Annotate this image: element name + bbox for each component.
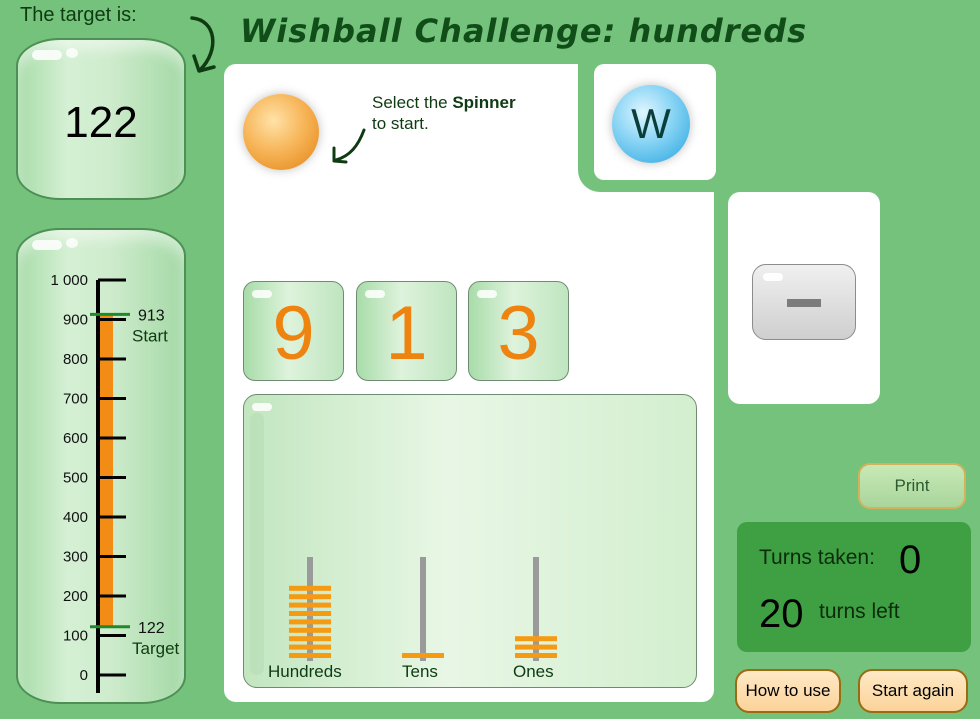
tick-label: 300 bbox=[63, 549, 88, 566]
digit-tile-tens: 1 bbox=[356, 281, 457, 381]
abacus-label-tens: Tens bbox=[402, 662, 438, 681]
digit-tile-ones: 3 bbox=[468, 281, 569, 381]
wishball-button[interactable]: W bbox=[612, 85, 690, 163]
abacus-bead-hundreds bbox=[289, 619, 331, 625]
abacus-bead-hundreds bbox=[289, 585, 331, 591]
abacus-label-hundreds: Hundreds bbox=[268, 662, 342, 681]
tick-label: 600 bbox=[63, 430, 88, 447]
tick-label: 900 bbox=[63, 312, 88, 329]
abacus-rod-ones bbox=[533, 557, 539, 661]
instruction-text: Select the Spinner to start. bbox=[372, 92, 516, 134]
turns-panel: Turns taken: 0 20 turns left bbox=[737, 522, 971, 652]
target-value-label: 122 bbox=[138, 620, 165, 637]
print-button[interactable]: Print bbox=[858, 463, 966, 509]
turns-left-label: turns left bbox=[819, 600, 900, 623]
spinner-button[interactable] bbox=[243, 94, 319, 170]
tick-label: 0 bbox=[80, 667, 88, 684]
digit-ones: 3 bbox=[497, 291, 540, 376]
turns-left-value: 20 bbox=[759, 592, 804, 636]
target-label: The target is: bbox=[20, 4, 137, 26]
abacus-bead-hundreds bbox=[289, 653, 331, 658]
start-value-label: 913 bbox=[138, 307, 165, 324]
tick-label: 400 bbox=[63, 509, 88, 526]
curved-arrow-icon bbox=[190, 16, 216, 73]
target-label: Target bbox=[132, 639, 180, 658]
instruction-line2: to start. bbox=[372, 114, 429, 133]
turns-taken-value: 0 bbox=[899, 538, 922, 582]
abacus-bead-ones bbox=[515, 644, 557, 650]
digit-tile-hundreds: 9 bbox=[243, 281, 344, 381]
digit-tens: 1 bbox=[385, 291, 428, 376]
instruction-prefix: Select the bbox=[372, 93, 453, 112]
start-again-button[interactable]: Start again bbox=[858, 669, 968, 713]
abacus-bead-hundreds bbox=[289, 602, 331, 608]
abacus-label-ones: Ones bbox=[513, 662, 554, 681]
target-value: 122 bbox=[64, 98, 138, 147]
range-fill bbox=[100, 314, 113, 627]
abacus-bead-ones bbox=[515, 653, 557, 658]
page-title: Wishball Challenge: hundreds bbox=[240, 12, 808, 50]
tick-label: 500 bbox=[63, 470, 88, 487]
number-line: 0 100 200 300 400 500 600 700 800 900 1 000 913Star… bbox=[50, 272, 180, 693]
abacus-rod-hundreds bbox=[307, 557, 313, 661]
how-to-use-button[interactable]: How to use bbox=[735, 669, 841, 713]
abacus-rod-tens bbox=[420, 557, 426, 661]
abacus-bead-hundreds bbox=[289, 636, 331, 642]
tick-label: 1 000 bbox=[50, 272, 88, 289]
instruction-spinner-word: Spinner bbox=[452, 93, 516, 112]
abacus-bead-hundreds bbox=[289, 611, 331, 616]
abacus-panel: Hundreds Tens Ones bbox=[243, 394, 697, 688]
abacus-bead-ones bbox=[515, 636, 557, 642]
abacus-bead-hundreds bbox=[289, 627, 331, 633]
abacus bbox=[289, 557, 557, 661]
tick-label: 800 bbox=[63, 351, 88, 368]
digit-hundreds: 9 bbox=[272, 291, 315, 376]
start-label: Start bbox=[132, 326, 168, 345]
abacus-bead-hundreds bbox=[289, 594, 331, 600]
minus-icon bbox=[787, 299, 821, 307]
pointer-arrow-icon bbox=[332, 128, 366, 164]
abacus-bead-tens bbox=[402, 653, 444, 658]
turns-taken-label: Turns taken: bbox=[759, 546, 875, 569]
tick-label: 700 bbox=[63, 391, 88, 408]
minus-button[interactable] bbox=[752, 264, 856, 340]
tick-label: 100 bbox=[63, 628, 88, 645]
target-cylinder: 122 bbox=[16, 38, 186, 200]
tick-label: 200 bbox=[63, 588, 88, 605]
abacus-bead-hundreds bbox=[289, 644, 331, 650]
